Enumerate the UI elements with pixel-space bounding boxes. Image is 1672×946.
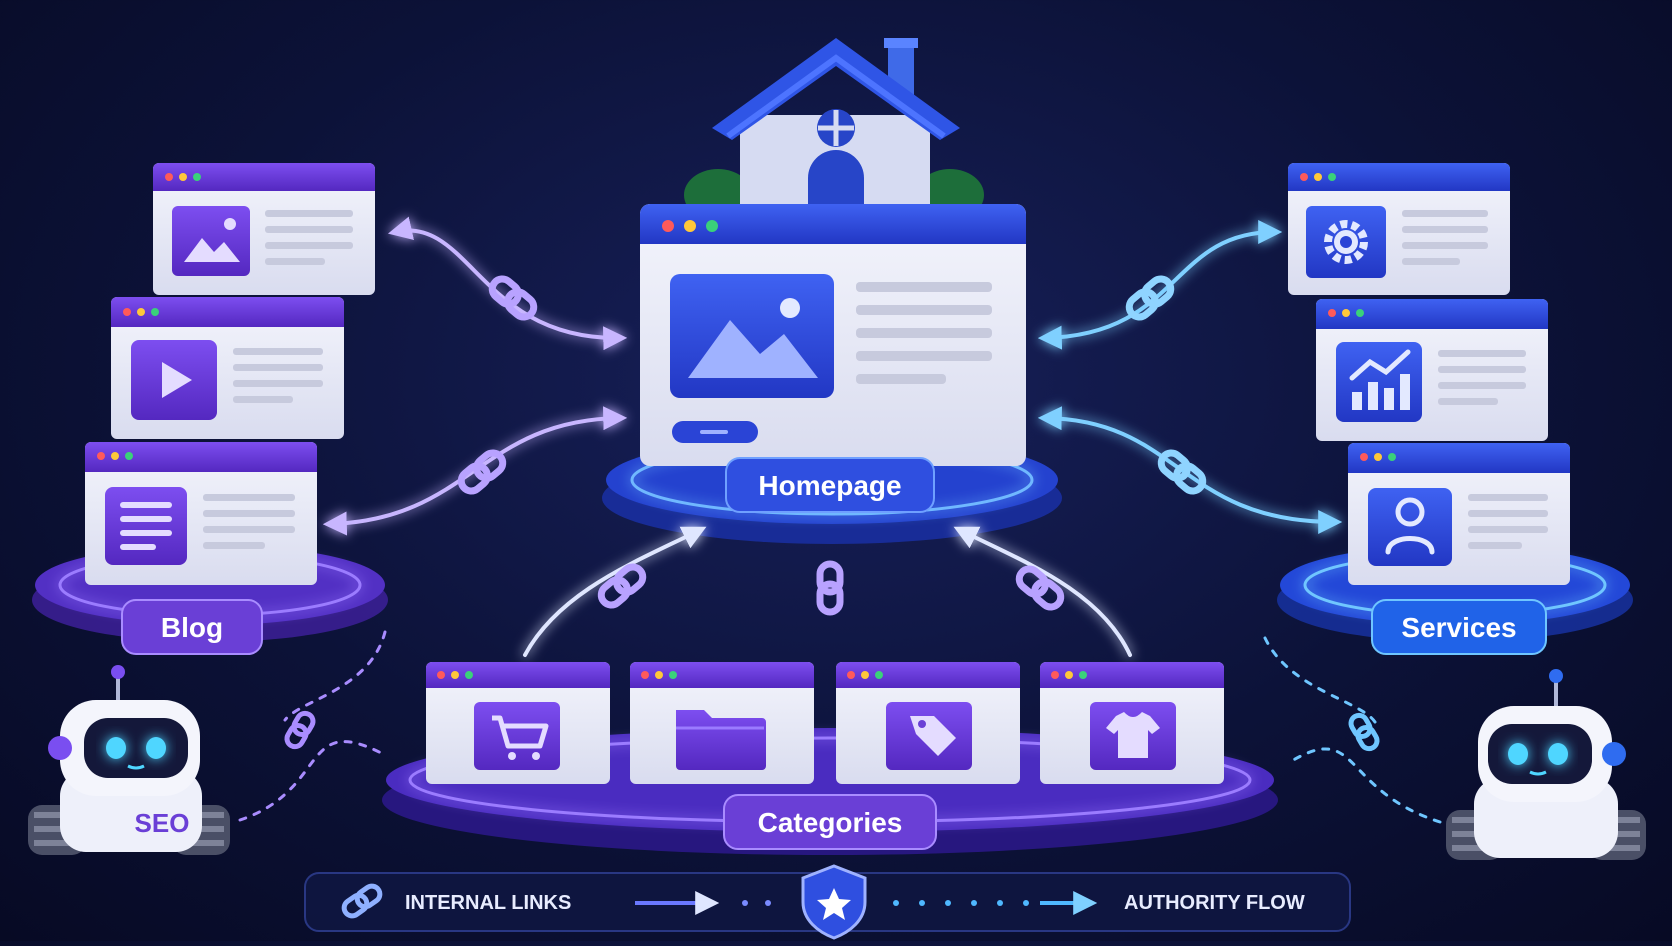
tag-icon <box>886 702 972 770</box>
play-icon <box>131 340 217 420</box>
chain-link-icon <box>1015 565 1065 611</box>
seo-robot-left: SEO <box>28 665 230 855</box>
user-icon <box>1368 488 1452 566</box>
shirt-icon <box>1090 702 1176 770</box>
category-card-shop[interactable] <box>426 662 610 784</box>
gear-icon <box>1306 206 1386 278</box>
chain-link-icon <box>597 563 647 609</box>
legend-bar: INTERNAL LINKS AUTHORITY FLOW <box>305 866 1350 938</box>
blog-label: Blog <box>122 600 262 654</box>
chain-link-icon <box>1125 275 1175 321</box>
category-card-tag[interactable] <box>836 662 1020 784</box>
homepage-label: Homepage <box>726 458 934 512</box>
category-card-folder[interactable] <box>630 662 814 784</box>
chain-link-icon <box>488 275 538 321</box>
folder-icon <box>676 710 766 770</box>
cart-icon <box>474 702 560 770</box>
service-card-settings[interactable] <box>1288 163 1510 295</box>
service-card-analytics[interactable] <box>1316 299 1548 441</box>
chain-link-icon <box>1157 449 1207 495</box>
legend-authority-flow: AUTHORITY FLOW <box>1124 892 1305 914</box>
seo-badge-text: SEO <box>135 808 190 838</box>
chart-icon <box>1336 342 1422 422</box>
seo-robot-right <box>1446 669 1646 860</box>
blog-card-article[interactable] <box>85 442 317 585</box>
categories-label: Categories <box>724 795 936 849</box>
categories-link-arrow-1 <box>525 530 700 655</box>
blog-card-video[interactable] <box>111 297 344 439</box>
services-label: Services <box>1372 600 1546 654</box>
services-link-arrow-1 <box>1045 232 1275 338</box>
services-label-text: Services <box>1401 612 1516 643</box>
categories-label-text: Categories <box>758 807 903 838</box>
chain-link-icon <box>457 449 507 495</box>
service-card-profile[interactable] <box>1348 443 1570 585</box>
category-card-apparel[interactable] <box>1040 662 1224 784</box>
image-icon <box>670 274 834 398</box>
image-icon <box>172 206 250 276</box>
chain-link-icon <box>284 710 316 749</box>
house-icon <box>684 38 984 221</box>
homepage-label-text: Homepage <box>758 470 901 501</box>
blog-card-image[interactable] <box>153 163 375 295</box>
legend-internal-links: INTERNAL LINKS <box>405 892 571 914</box>
chain-link-icon <box>1348 712 1380 751</box>
homepage-card[interactable] <box>640 204 1026 466</box>
blog-label-text: Blog <box>161 612 223 643</box>
article-icon <box>105 487 187 565</box>
